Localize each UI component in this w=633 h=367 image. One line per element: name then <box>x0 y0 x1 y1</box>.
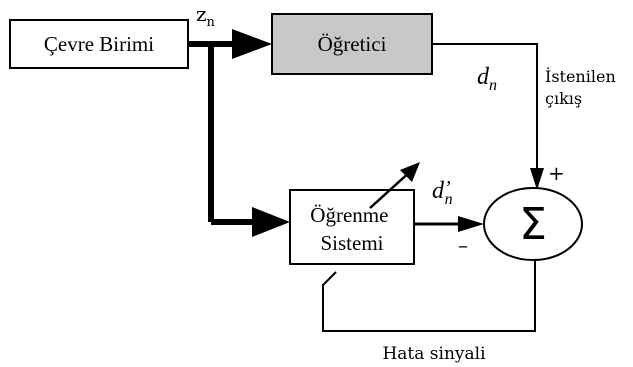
learning-system-label: Öğrenme Sistemi <box>310 203 393 255</box>
learning-system-block: Öğrenme Sistemi <box>289 189 415 265</box>
error-feedback-line <box>322 260 536 332</box>
adjustment-arrow-head <box>400 162 420 182</box>
input-signal-label: zn <box>196 2 216 30</box>
minus-sign: – <box>458 233 468 257</box>
environment-box <box>9 19 189 69</box>
summer-plus-arrow <box>530 168 544 190</box>
teacher-block: Öğretici <box>271 13 433 75</box>
desired-output-text: İstenilen çıkış <box>545 66 621 108</box>
teacher-output-line <box>432 43 538 170</box>
actual-output-symbol: d’n <box>432 177 453 208</box>
environment-block: Çevre Birimi <box>9 19 189 69</box>
adjustment-arrow-line <box>369 169 413 209</box>
learning-input-arrow <box>252 207 290 237</box>
environment-label: Çevre Birimi <box>44 32 154 56</box>
teacher-box <box>271 13 433 75</box>
summer-junction: Σ <box>483 187 583 261</box>
teacher-input-arrow <box>232 29 272 59</box>
teacher-label: Öğretici <box>318 32 387 56</box>
error-signal-label: Hata sinyali <box>382 344 486 364</box>
summer-minus-arrow <box>458 216 484 232</box>
desired-output-symbol: dn <box>477 64 497 94</box>
summer-symbol: Σ <box>519 199 547 250</box>
summer-circle <box>483 187 583 261</box>
learning-system-box <box>289 189 415 265</box>
plus-sign: + <box>548 161 565 185</box>
